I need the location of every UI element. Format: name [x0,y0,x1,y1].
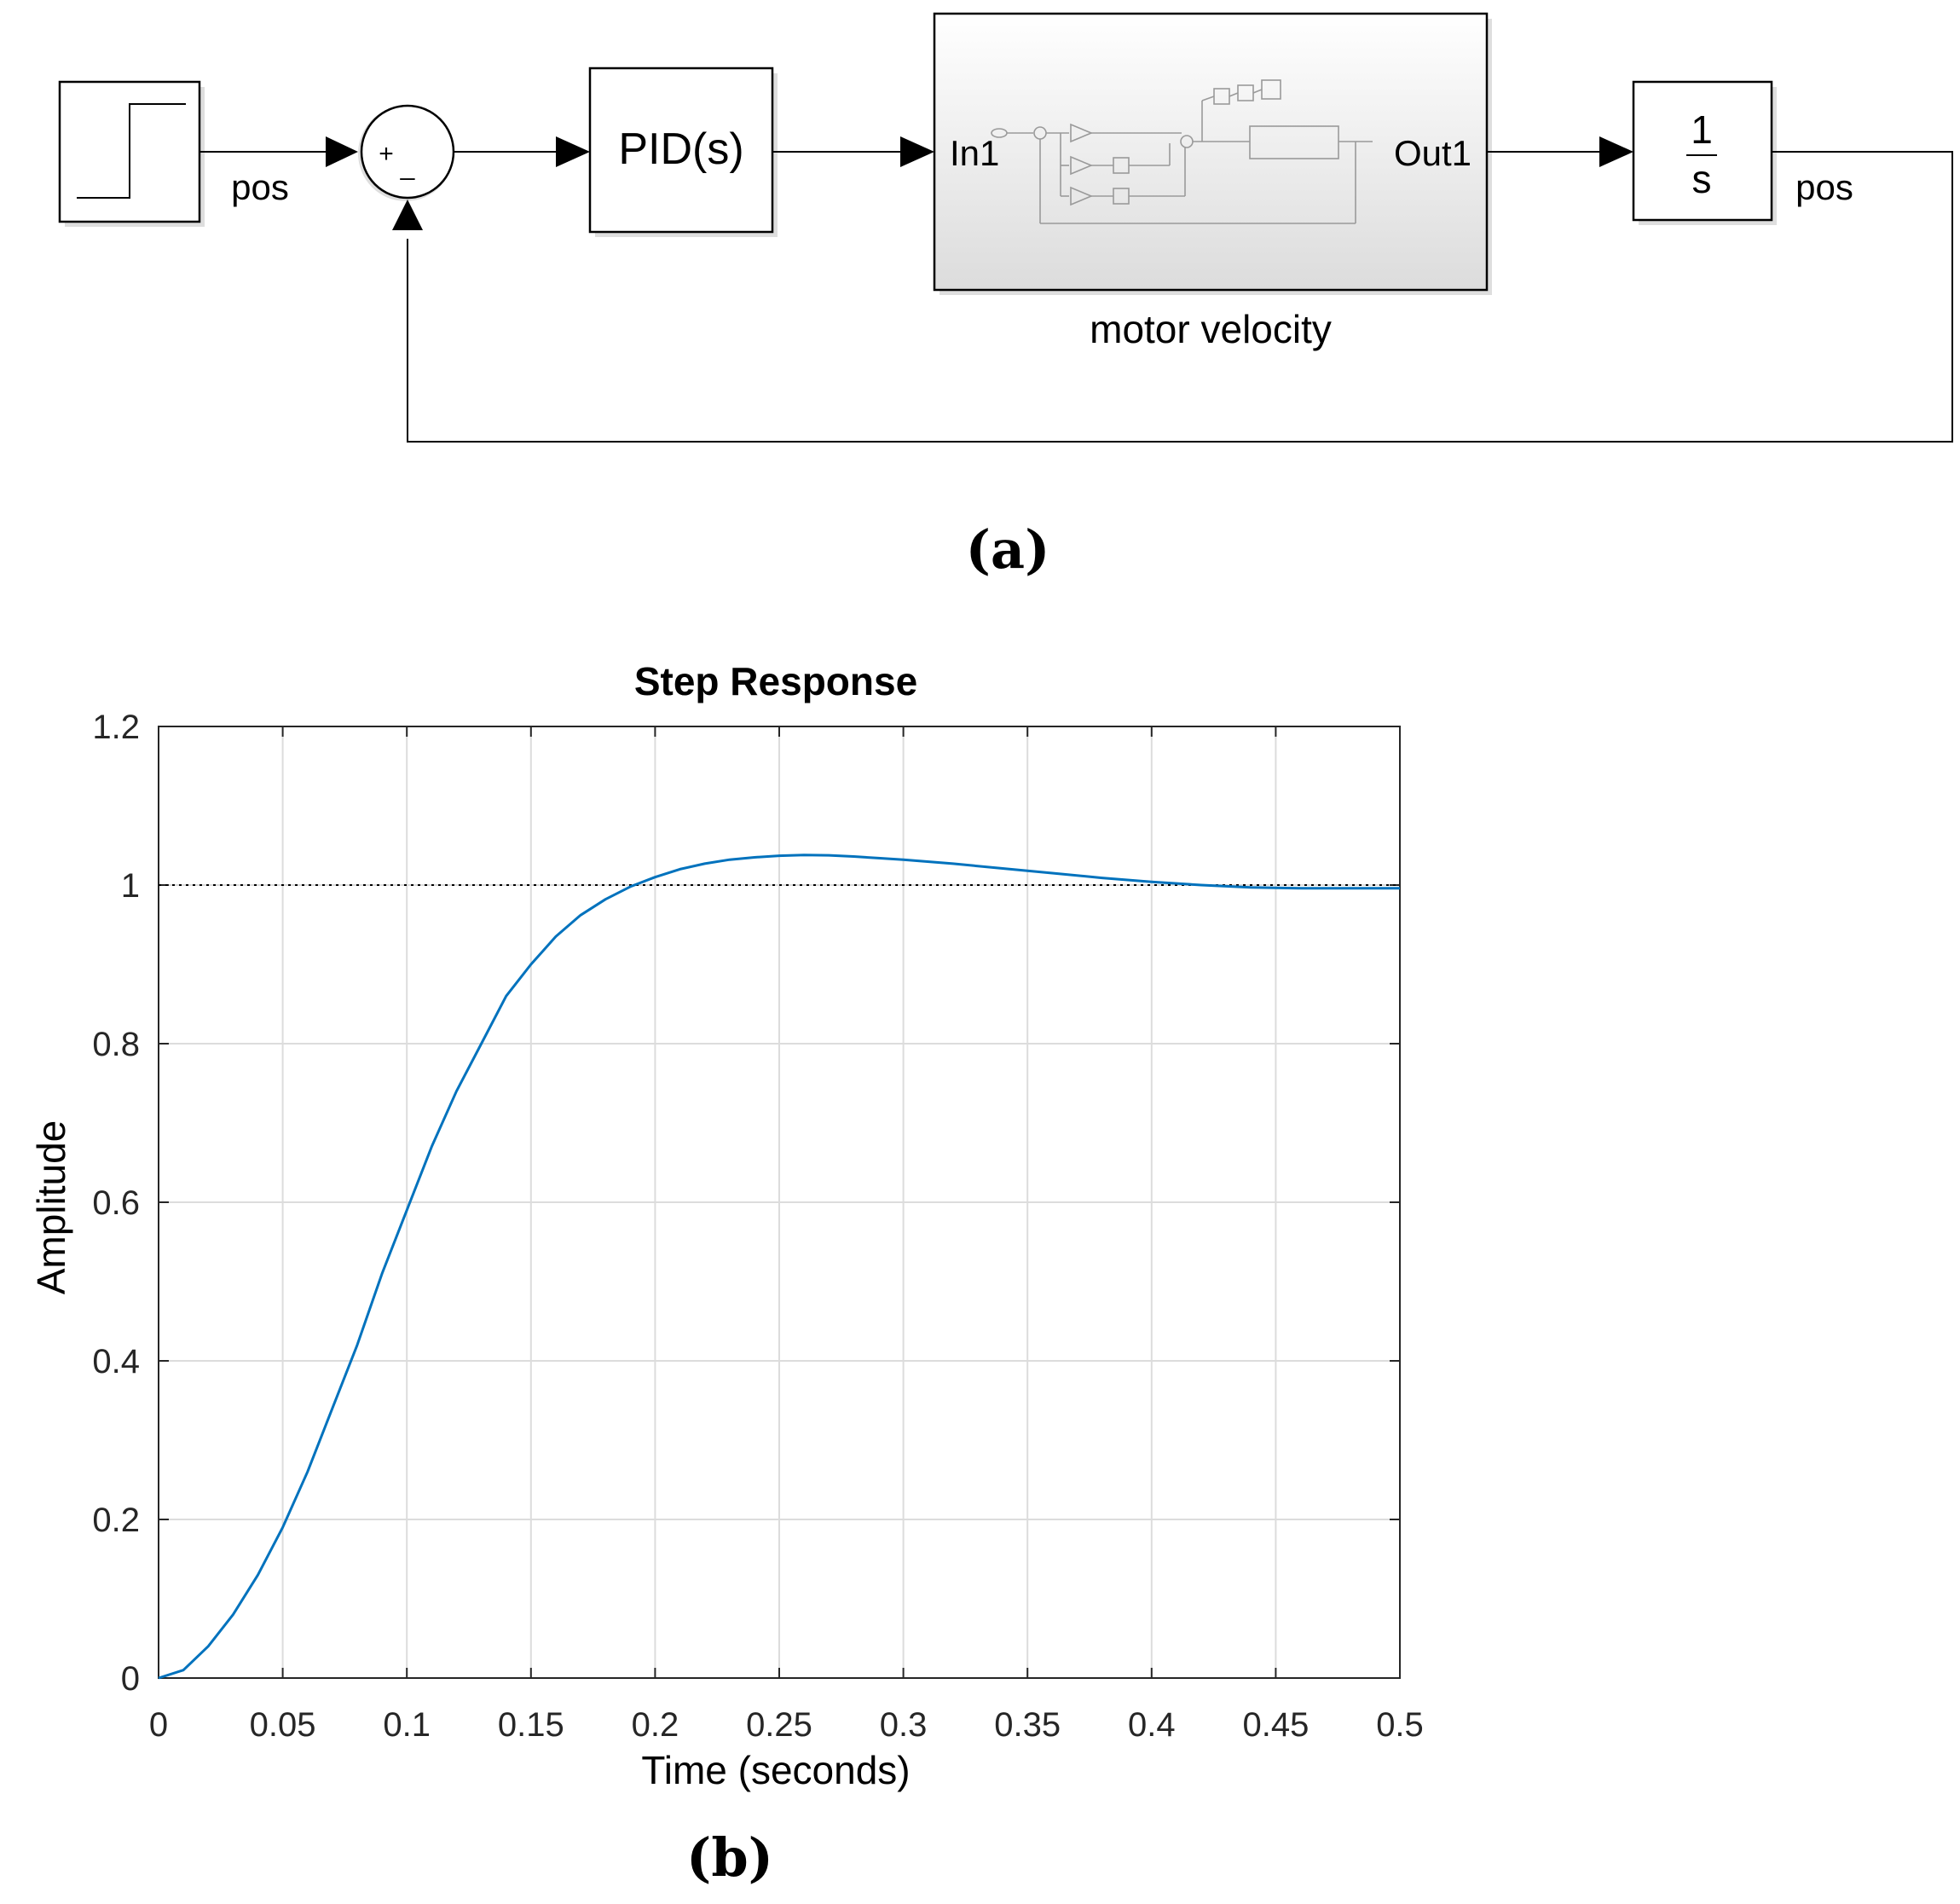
sum-plus-sign: + [379,140,394,168]
block-diagram: pos + _ PID(s) In1 Out1 [58,12,1953,581]
integrator-block[interactable]: 1 s [1632,80,1777,225]
signal-step-to-sum [199,136,358,167]
integrator-denominator: s [1692,157,1712,201]
output-signal-label: pos [1795,167,1853,207]
y-tick-label: 0 [121,1660,140,1698]
signal-sum-to-pid [454,136,590,167]
y-tick-labels: 0 0.2 0.4 0.6 0.8 1 1.2 [92,709,140,1698]
y-tick-label: 1 [121,867,140,905]
x-tick-label: 0.45 [1242,1706,1309,1744]
x-tick-label: 0.5 [1376,1706,1424,1744]
x-tick-label: 0.2 [632,1706,679,1744]
subsystem-out-port: Out1 [1394,133,1471,173]
axes [158,726,1401,1679]
signal-pid-to-motor [772,136,934,167]
x-tick-label: 0 [149,1706,168,1744]
pid-label: PID(s) [618,124,743,174]
x-tick-label: 0.25 [746,1706,812,1744]
caption-b: (b) [686,1826,773,1889]
x-tick-labels: 0 0.05 0.1 0.15 0.2 0.25 0.3 0.35 0.4 0.45 0.5 [149,1706,1424,1744]
x-axis-label: Time (seconds) [641,1748,910,1792]
step-block[interactable] [58,80,205,227]
x-tick-label: 0.15 [498,1706,564,1744]
x-tick-label: 0.05 [250,1706,316,1744]
series [158,854,1400,1680]
step-icon [77,103,186,199]
caption-a: (a) [966,518,1050,581]
motor-velocity-subsystem[interactable]: In1 Out1 [933,12,1492,295]
y-tick-label: 0.6 [92,1184,140,1222]
y-tick-label: 1.2 [92,709,140,746]
step-signal-label: pos [231,167,289,207]
feedback-path [392,151,1953,443]
subsystem-in-port: In1 [950,133,999,173]
pid-block[interactable]: PID(s) [588,67,778,237]
y-axis-label: Amplitude [29,1120,73,1295]
x-tick-label: 0.3 [880,1706,928,1744]
grid-lines [158,726,1401,1679]
step-response-line [158,854,1400,1680]
signal-motor-to-integrator [1487,136,1633,167]
subsystem-name: motor velocity [1090,307,1332,351]
y-tick-label: 0.8 [92,1026,140,1063]
x-tick-label: 0.35 [994,1706,1061,1744]
sum-block[interactable]: + _ [358,104,455,201]
y-tick-label: 0.4 [92,1343,140,1380]
x-tick-label: 0.1 [383,1706,431,1744]
integrator-numerator: 1 [1691,107,1713,152]
x-tick-label: 0.4 [1128,1706,1176,1744]
y-tick-label: 0.2 [92,1502,140,1539]
chart-title: Step Response [634,659,917,703]
sum-minus-sign: _ [400,153,416,181]
step-response-chart: Step Response 0 0.05 0.1 0.15 0.2 0.25 0.3 0.35… [29,659,1424,1889]
subsystem-thumbnail [991,79,1373,224]
